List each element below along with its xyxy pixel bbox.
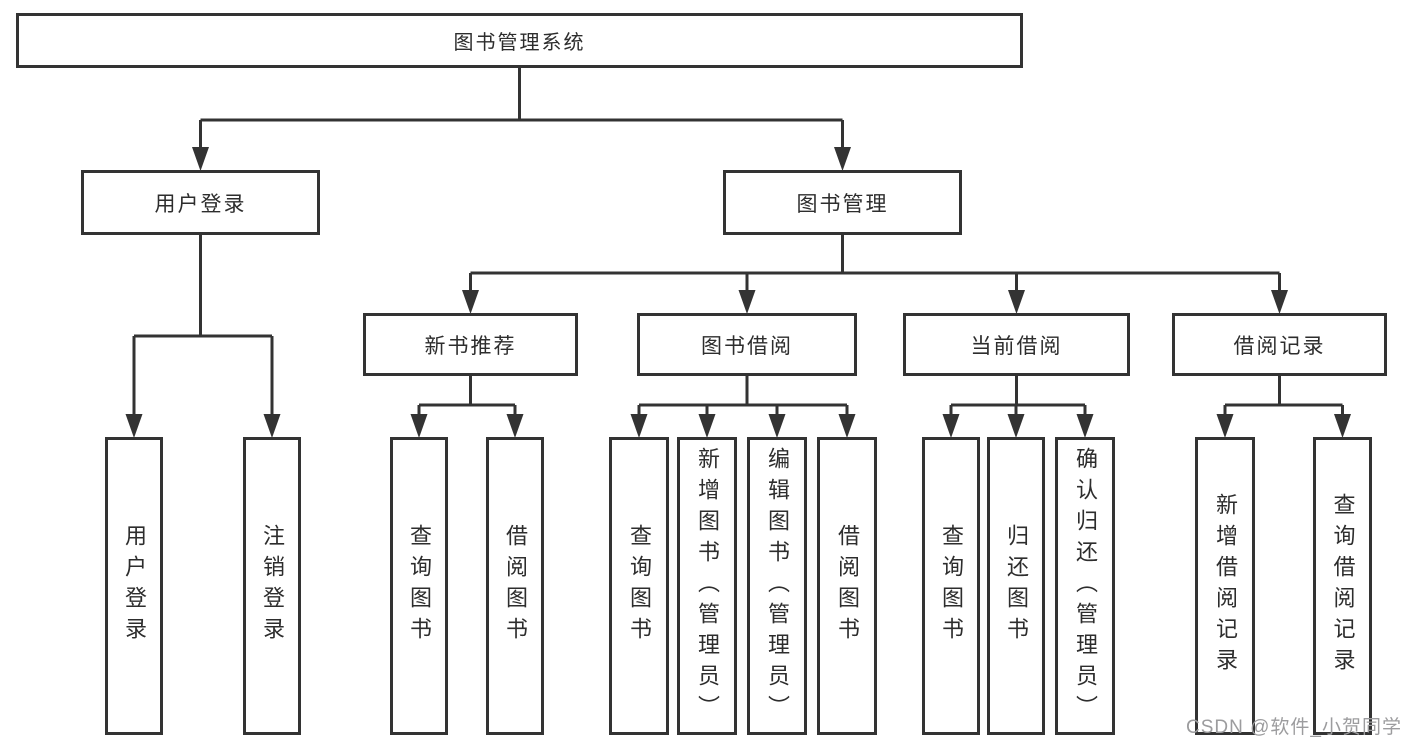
node-root: 图书管理系统 [16,13,1023,68]
node-nb-borrow: 借阅图书 [486,437,544,735]
node-bw-borrow: 借阅图书 [817,437,877,735]
node-label: 借阅图书 [503,524,528,648]
node-records: 借阅记录 [1172,313,1387,376]
node-label: 查询图书 [939,524,964,648]
node-re-add: 新增借阅记录 [1195,437,1255,735]
node-newbook: 新书推荐 [363,313,578,376]
node-bw-add: 新增图书（管理员） [677,437,737,735]
node-cu-return: 归还图书 [987,437,1045,735]
node-bw-query: 查询图书 [609,437,669,735]
node-label: 确认归还（管理员） [1073,446,1098,726]
node-logout: 注销登录 [243,437,301,735]
node-label: 查询图书 [627,524,652,648]
node-login: 用户登录 [81,170,320,235]
node-nb-query: 查询图书 [390,437,448,735]
node-label: 归还图书 [1004,524,1029,648]
node-label: 借阅图书 [835,524,860,648]
node-bw-edit: 编辑图书（管理员） [747,437,807,735]
watermark: CSDN @软件_小贺同学 [1186,717,1402,738]
node-borrow: 图书借阅 [637,313,857,376]
node-label: 新增借阅记录 [1213,493,1238,679]
node-label: 编辑图书（管理员） [765,446,790,726]
node-label: 查询图书 [407,524,432,648]
node-current: 当前借阅 [903,313,1130,376]
node-re-query: 查询借阅记录 [1313,437,1372,735]
node-cu-confirm: 确认归还（管理员） [1055,437,1115,735]
node-label: 新增图书（管理员） [695,446,720,726]
node-user-login: 用户登录 [105,437,163,735]
node-mgmt: 图书管理 [723,170,962,235]
node-label: 用户登录 [122,524,147,648]
node-label: 查询借阅记录 [1330,493,1356,679]
node-label: 注销登录 [260,524,285,648]
node-cu-query: 查询图书 [922,437,980,735]
